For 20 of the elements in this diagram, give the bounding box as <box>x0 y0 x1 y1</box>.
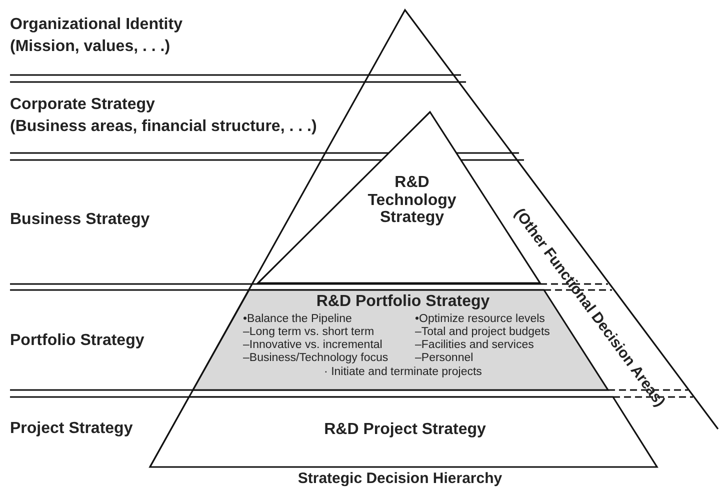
level-label: Project Strategy <box>10 420 133 438</box>
level-label: Corporate Strategy <box>10 96 155 114</box>
level-label: Organizational Identity <box>10 16 182 34</box>
tier-title: R&D Project Strategy <box>323 421 487 439</box>
bullet-item: •Optimize resource levels <box>415 313 545 326</box>
bullet-item: –Total and project budgets <box>415 326 550 339</box>
level-note: (Business areas, financial structure, . . .) <box>10 118 317 136</box>
tier-title: R&D Portfolio Strategy <box>315 293 491 311</box>
bullet-item: –Personnel <box>415 352 474 365</box>
bullet-item: · Initiate and terminate projects <box>323 366 483 379</box>
level-label: Business Strategy <box>10 211 150 229</box>
level-label: Portfolio Strategy <box>10 332 144 350</box>
bullet-item: –Long term vs. short term <box>243 326 374 339</box>
bullet-item: –Innovative vs. incremental <box>243 339 382 352</box>
bullet-item: –Business/Technology focus <box>243 352 388 365</box>
diagram-caption: Strategic Decision Hierarchy <box>296 470 504 487</box>
bullet-item: –Facilities and services <box>415 339 534 352</box>
tier-title: R&D Technology Strategy <box>366 174 458 227</box>
bullet-item: •Balance the Pipeline <box>243 313 352 326</box>
level-note: (Mission, values, . . .) <box>10 38 170 56</box>
